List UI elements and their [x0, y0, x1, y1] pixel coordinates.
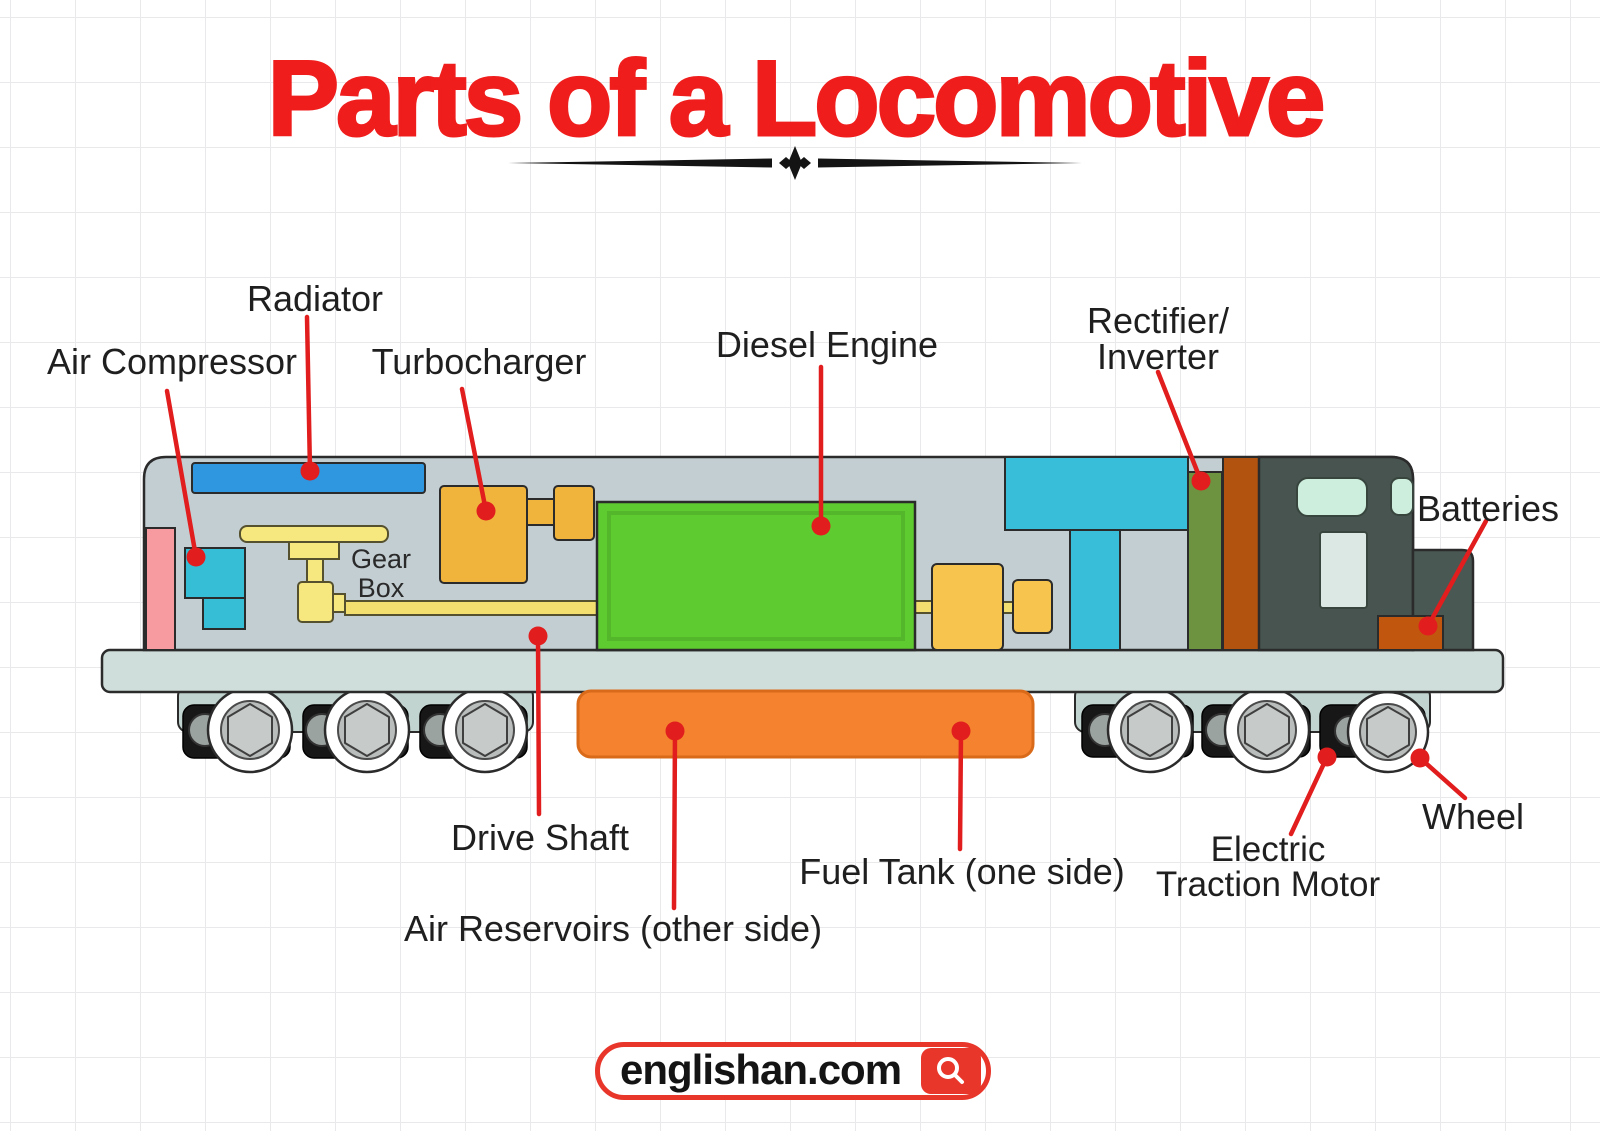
- label-gear-box: Gear Box: [351, 545, 411, 603]
- label-rectifier-line1: Rectifier/: [1086, 300, 1230, 341]
- site-link[interactable]: englishan.com: [595, 1042, 991, 1100]
- equipment-strip-brown: [1222, 456, 1260, 651]
- magnifier-glyph: [937, 1057, 964, 1084]
- diesel-engine-inner-edge: [607, 511, 905, 641]
- cab-window-front: [1296, 477, 1368, 517]
- wheel-1: [188, 686, 294, 774]
- cab-window-side: [1390, 477, 1414, 516]
- annotation-line-fuel-tank: [957, 728, 964, 852]
- label-wheel: Wheel: [1421, 796, 1525, 837]
- label-air-reservoirs: Air Reservoirs (other side): [403, 908, 823, 949]
- alternator-blocks: [931, 563, 1053, 651]
- label-gear-box-line1: Gear: [350, 544, 412, 574]
- deck-frame: [100, 648, 1505, 694]
- annotation-line-traction-motor: [1288, 754, 1330, 837]
- wheels: [188, 686, 1430, 774]
- label-etm-line2: Traction Motor: [1155, 865, 1381, 904]
- annotation-dots: [186, 461, 1438, 768]
- label-rectifier-inverter: Rectifier/ Inverter: [1087, 303, 1229, 375]
- label-air-compressor: Air Compressor: [46, 341, 298, 382]
- label-turbocharger: Turbocharger: [371, 341, 587, 382]
- wheel-3: [423, 686, 529, 774]
- label-fuel-tank: Fuel Tank (one side): [799, 851, 1125, 892]
- page-title: Parts of a Locomotive: [266, 37, 1327, 160]
- rectifier-inverter-block: [1187, 471, 1223, 651]
- annotation-line-wheel: [1417, 755, 1468, 801]
- label-drive-shaft: Drive Shaft: [450, 817, 630, 858]
- search-icon[interactable]: [921, 1048, 981, 1094]
- annotation-lines: [164, 314, 1489, 911]
- annotation-line-air-compressor: [164, 388, 199, 560]
- annotation-line-radiator: [304, 314, 313, 474]
- label-radiator: Radiator: [246, 278, 384, 319]
- label-electric-traction-motor: Electric Traction Motor: [1156, 832, 1380, 902]
- gear-box-assembly: [239, 525, 389, 623]
- end-wall-block: [145, 527, 176, 651]
- diesel-engine-block: [595, 500, 917, 652]
- label-diesel-engine: Diesel Engine: [715, 324, 939, 365]
- annotation-line-drive-shaft: [535, 633, 542, 817]
- annotation-line-batteries: [1425, 518, 1489, 629]
- label-rectifier-line2: Inverter: [1096, 336, 1220, 377]
- annotation-line-turbocharger: [459, 386, 489, 514]
- equipment-blocks-cyan: [1004, 456, 1189, 651]
- cab-door: [1319, 531, 1368, 609]
- annotation-line-air-reservoirs: [671, 728, 678, 911]
- wheel-2: [305, 686, 411, 774]
- label-batteries: Batteries: [1416, 488, 1560, 529]
- label-etm-line1: Electric: [1210, 830, 1326, 869]
- site-name: englishan.com: [620, 1046, 902, 1093]
- turbocharger-block: [439, 485, 595, 584]
- fuel-tank: [576, 689, 1035, 759]
- label-gear-box-line2: Box: [357, 572, 405, 603]
- annotation-line-rectifier-inverter: [1155, 369, 1204, 484]
- wheel-6: [1334, 690, 1430, 774]
- title-divider: [508, 146, 1082, 180]
- wheel-4: [1088, 686, 1194, 774]
